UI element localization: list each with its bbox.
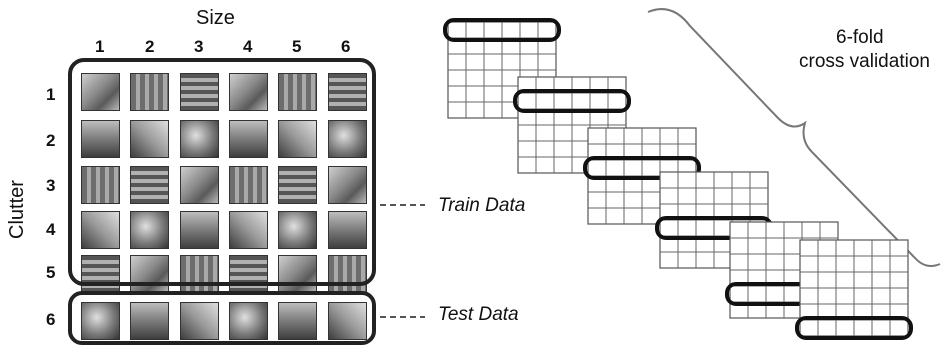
fold-brace (647, 8, 941, 267)
test-fold-highlight (513, 89, 631, 113)
thumbnail-image (130, 255, 169, 293)
test-data-label: Test Data (438, 304, 519, 325)
thumbnail-image (130, 73, 169, 111)
thumbnail-image (278, 211, 317, 249)
thumbnail-image (130, 166, 169, 204)
thumbnail-image (180, 211, 219, 249)
thumbnail-image (229, 211, 268, 249)
clutter-tick-6: 6 (46, 310, 56, 329)
test-data-frame (68, 291, 376, 345)
train-data-frame (68, 58, 376, 286)
thumbnail-image (229, 120, 268, 158)
thumbnail-image (328, 120, 367, 158)
thumbnail-image (278, 166, 317, 204)
thumbnail-image (278, 302, 317, 340)
thumbnail-image (229, 302, 268, 340)
clutter-tick-4: 4 (46, 220, 56, 239)
thumbnail-image (180, 255, 219, 293)
thumbnail-image (81, 73, 120, 111)
size-tick-5: 5 (292, 37, 302, 56)
thumbnail-image (180, 120, 219, 158)
test-fold-highlight (583, 156, 701, 180)
thumbnail-image (278, 120, 317, 158)
thumbnail-image (130, 211, 169, 249)
thumbnail-image (81, 166, 120, 204)
clutter-tick-3: 3 (46, 176, 56, 195)
thumbnail-image (328, 73, 367, 111)
thumbnail-image (180, 166, 219, 204)
thumbnail-image (328, 166, 367, 204)
thumbnail-image (130, 120, 169, 158)
thumbnail-image (81, 302, 120, 340)
clutter-tick-5: 5 (46, 263, 56, 282)
thumbnail-image (328, 302, 367, 340)
thumbnail-image (229, 73, 268, 111)
thumbnail-image (328, 255, 367, 293)
thumbnail-image (180, 73, 219, 111)
thumbnail-image (278, 73, 317, 111)
fold-grid-6 (795, 239, 913, 340)
clutter-tick-2: 2 (46, 131, 56, 150)
clutter-tick-1: 1 (46, 85, 56, 104)
thumbnail-image (180, 302, 219, 340)
thumbnail-image (130, 302, 169, 340)
thumbnail-image (81, 120, 120, 158)
size-tick-6: 6 (341, 37, 351, 56)
train-data-label: Train Data (438, 195, 526, 216)
test-fold-highlight (443, 18, 561, 42)
thumbnail-image (229, 166, 268, 204)
thumbnail-image (81, 211, 120, 249)
size-tick-2: 2 (145, 37, 155, 56)
fold-grid-4 (655, 171, 773, 269)
cv-title-line2: cross validation (799, 51, 930, 72)
test-fold-highlight (795, 316, 913, 340)
size-tick-4: 4 (243, 37, 253, 56)
size-axis-title: Size (196, 7, 235, 29)
size-tick-1: 1 (95, 37, 105, 56)
cv-title-line1: 6-fold (836, 27, 884, 48)
thumbnail-image (229, 255, 268, 293)
thumbnail-image (328, 211, 367, 249)
size-tick-3: 3 (194, 37, 204, 56)
